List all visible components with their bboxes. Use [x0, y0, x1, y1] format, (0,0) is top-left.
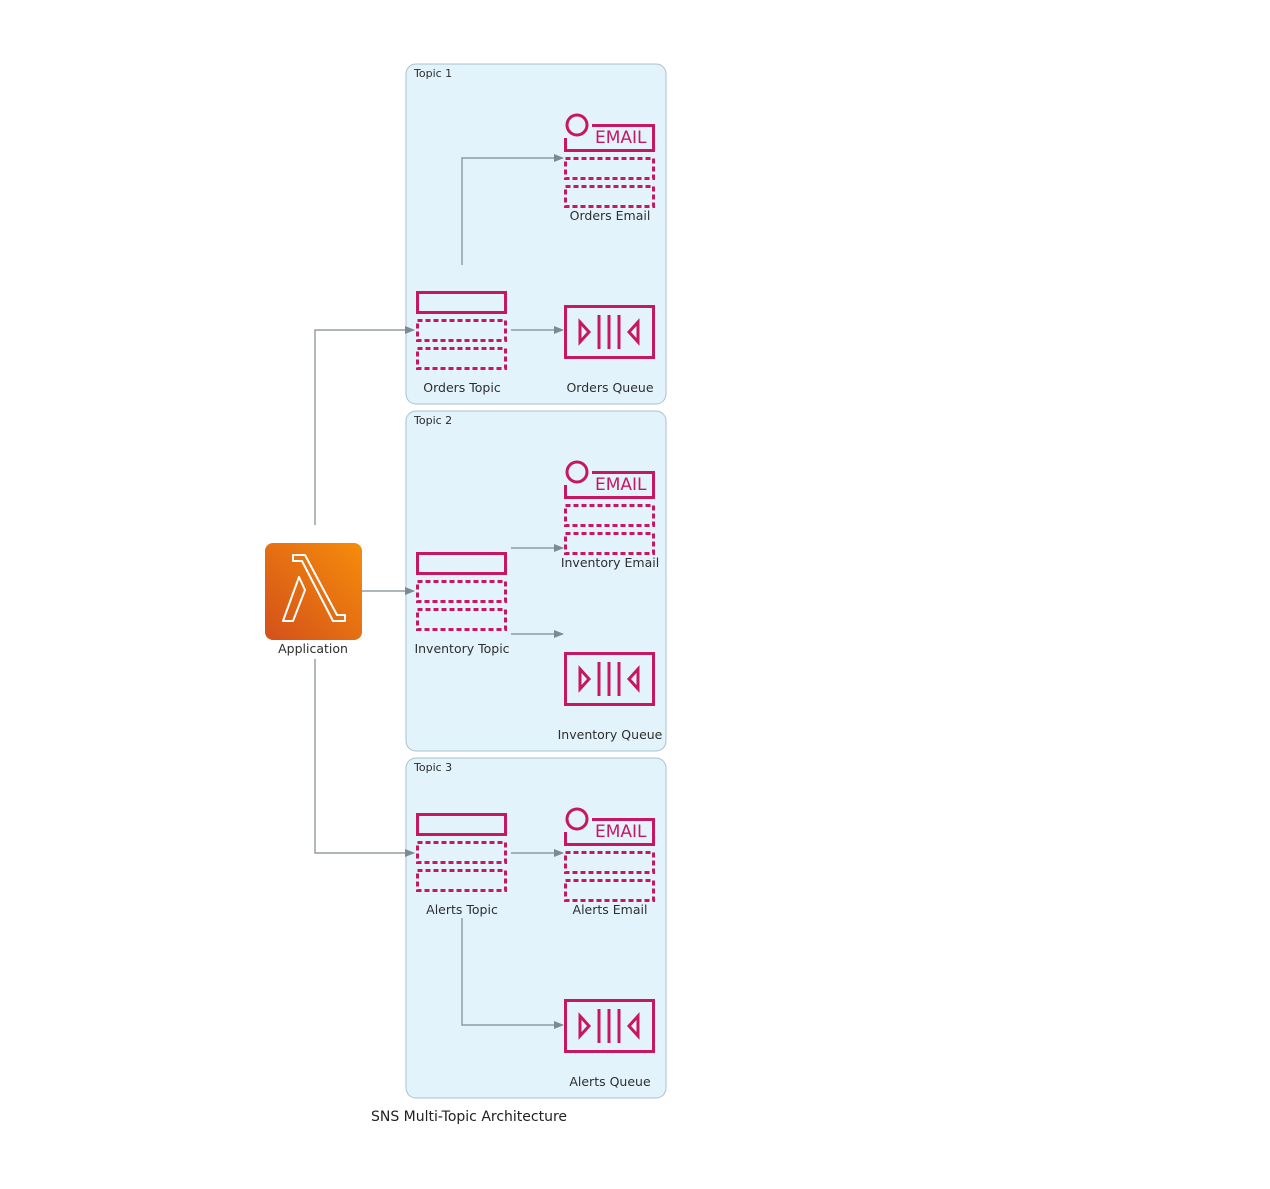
alerts-topic-node[interactable]: Alerts Topic [416, 813, 507, 918]
alerts-queue-node[interactable]: Alerts Queue [564, 999, 655, 1090]
email-notification-icon: EMAIL [564, 113, 655, 208]
cluster-topic-2-label: Topic 2 [413, 414, 452, 427]
cluster-topic-1-box [405, 63, 667, 405]
orders-queue-node[interactable]: Orders Queue [564, 305, 655, 396]
orders-queue-label: Orders Queue [566, 380, 653, 395]
application-label: Application [278, 641, 348, 656]
orders-topic-label: Orders Topic [423, 380, 501, 395]
edges [314, 154, 564, 1029]
application-node[interactable]: Application [265, 543, 362, 656]
email-badge-text: EMAIL [595, 128, 647, 148]
cluster-topic-3-label: Topic 3 [413, 761, 452, 774]
edge-orders-topic-to-orders-email [461, 154, 564, 265]
edge-application-to-alerts-topic [314, 659, 415, 857]
lambda-icon [265, 543, 362, 640]
inventory-email-node[interactable]: EMAIL Inventory Email [561, 460, 659, 570]
inventory-topic-label: Inventory Topic [414, 641, 509, 656]
diagram-title: SNS Multi-Topic Architecture [371, 1109, 567, 1125]
email-badge-text: EMAIL [595, 475, 647, 495]
inventory-topic-node[interactable]: Inventory Topic [414, 552, 510, 657]
cluster-topic-1: Topic 1 [405, 63, 667, 405]
edge-application-to-orders-topic [314, 326, 415, 525]
inventory-queue-label: Inventory Queue [558, 727, 663, 742]
alerts-queue-label: Alerts Queue [569, 1074, 651, 1089]
inventory-email-label: Inventory Email [561, 555, 659, 570]
email-badge-text: EMAIL [595, 822, 647, 842]
email-notification-icon: EMAIL [564, 460, 655, 555]
inventory-queue-node[interactable]: Inventory Queue [558, 652, 663, 743]
orders-email-label: Orders Email [570, 208, 651, 223]
cluster-topic-3: Topic 3 [405, 757, 667, 1099]
cluster-topic-3-box [405, 757, 667, 1099]
edge-alerts-topic-to-alerts-queue [461, 918, 564, 1029]
email-notification-icon: EMAIL [564, 807, 655, 902]
orders-email-node[interactable]: EMAIL Orders Email [564, 113, 655, 223]
cluster-topic-1-label: Topic 1 [413, 67, 452, 80]
alerts-topic-label: Alerts Topic [426, 902, 498, 917]
alerts-email-label: Alerts Email [573, 902, 648, 917]
alerts-email-node[interactable]: EMAIL Alerts Email [564, 807, 655, 917]
orders-topic-node[interactable]: Orders Topic [416, 291, 507, 396]
